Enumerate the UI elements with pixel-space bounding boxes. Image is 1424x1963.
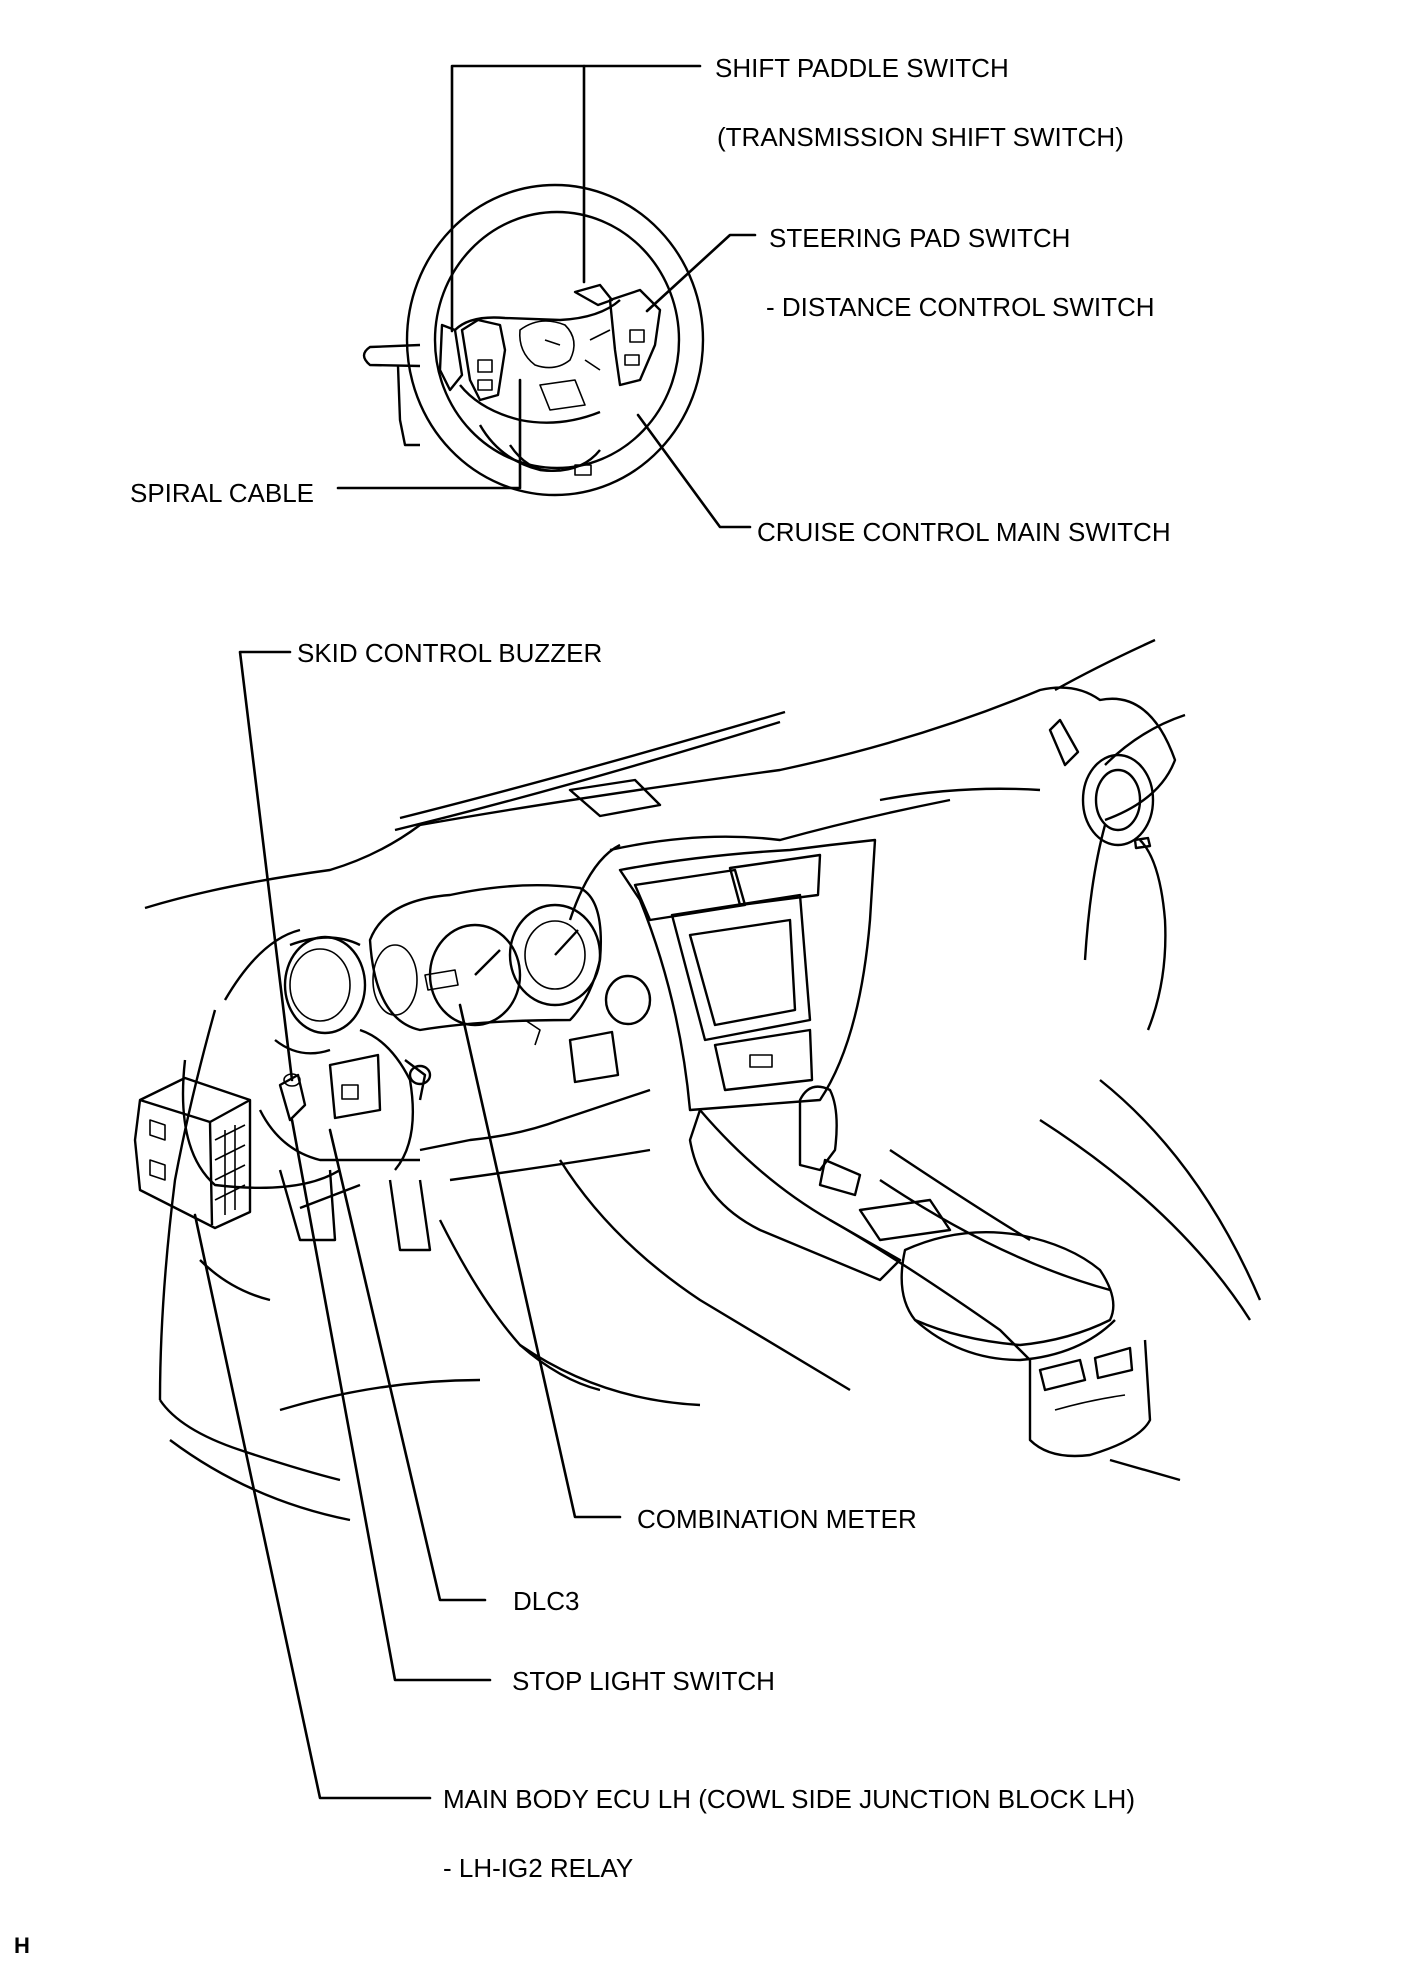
label-main-body-ecu-lh: MAIN BODY ECU LH (COWL SIDE JUNCTION BLO… [443,1784,1135,1814]
label-stop-light-switch: STOP LIGHT SWITCH [512,1666,775,1696]
label-combination-meter: COMBINATION METER [637,1504,917,1534]
steering-leader-lines [336,64,757,529]
label-lh-ig2-relay: - LH-IG2 RELAY [443,1853,633,1883]
label-cruise-control-main-switch: CRUISE CONTROL MAIN SWITCH [757,517,1171,547]
dashboard-drawing [133,638,1262,1522]
label-dlc3: DLC3 [513,1586,579,1616]
label-steering-pad-switch: STEERING PAD SWITCH [769,223,1070,253]
label-spiral-cable: SPIRAL CABLE [130,478,314,508]
label-transmission-shift-switch: (TRANSMISSION SHIFT SWITCH) [717,122,1124,152]
label-shift-paddle-switch: SHIFT PADDLE SWITCH [715,53,1009,83]
corner-mark: H [14,1933,30,1958]
label-skid-control-buzzer: SKID CONTROL BUZZER [297,638,602,668]
label-distance-control-switch: - DISTANCE CONTROL SWITCH [766,292,1155,322]
dashboard-leader-lines [193,650,622,1800]
steering-wheel-drawing [362,183,705,497]
